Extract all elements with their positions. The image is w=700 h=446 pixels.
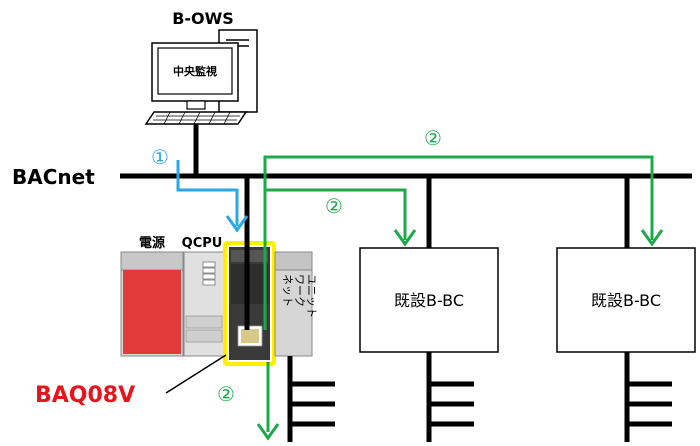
flow-2-path-top: [263, 155, 654, 330]
b-ows-label: B-OWS: [172, 9, 234, 28]
bc1-subnet: [426, 352, 474, 442]
power-label: 電源: [139, 235, 165, 251]
flow-2-arrowhead-subnet: [256, 423, 280, 441]
pc-keyboard: [144, 111, 248, 125]
baq08v-subnet: [287, 356, 335, 442]
qcpu-label: QCPU: [182, 236, 223, 251]
baq08v-callout-line: [165, 354, 227, 394]
network-unit-module: ネット ワーク ユニット: [274, 251, 318, 357]
power-module: [120, 251, 184, 357]
bbc-2-label: 既設B-BC: [591, 291, 661, 310]
plc-rack: 電源 QCPU: [120, 235, 318, 366]
flow-2-path-mid: [265, 188, 407, 240]
network-unit-label: ネット ワーク ユニット: [281, 274, 318, 318]
flow-2-arrowhead-bc1: [393, 229, 417, 247]
monitor-screen-text: 中央監視: [173, 64, 217, 78]
step-2-marker-top: ②: [424, 126, 442, 150]
step-1-marker: ①: [151, 145, 169, 169]
step-2-marker-mid: ②: [325, 194, 343, 218]
bbc-1-label: 既設B-BC: [394, 291, 464, 310]
bacnet-label: BACnet: [12, 165, 95, 189]
flow-1-path: [176, 160, 239, 226]
baq08v-label: BAQ08V: [35, 383, 135, 408]
existing-bbc-1: 既設B-BC: [359, 247, 499, 353]
qcpu-module: [183, 251, 225, 357]
existing-bbc-2: 既設B-BC: [556, 247, 696, 353]
flow-2-arrowhead-bc2: [640, 229, 664, 247]
flow-1-arrowhead: [225, 215, 249, 233]
bc2-subnet: [624, 352, 672, 442]
b-ows-workstation: B-OWS 中央監視: [144, 9, 258, 125]
step-2-marker-bottom: ②: [217, 382, 235, 406]
